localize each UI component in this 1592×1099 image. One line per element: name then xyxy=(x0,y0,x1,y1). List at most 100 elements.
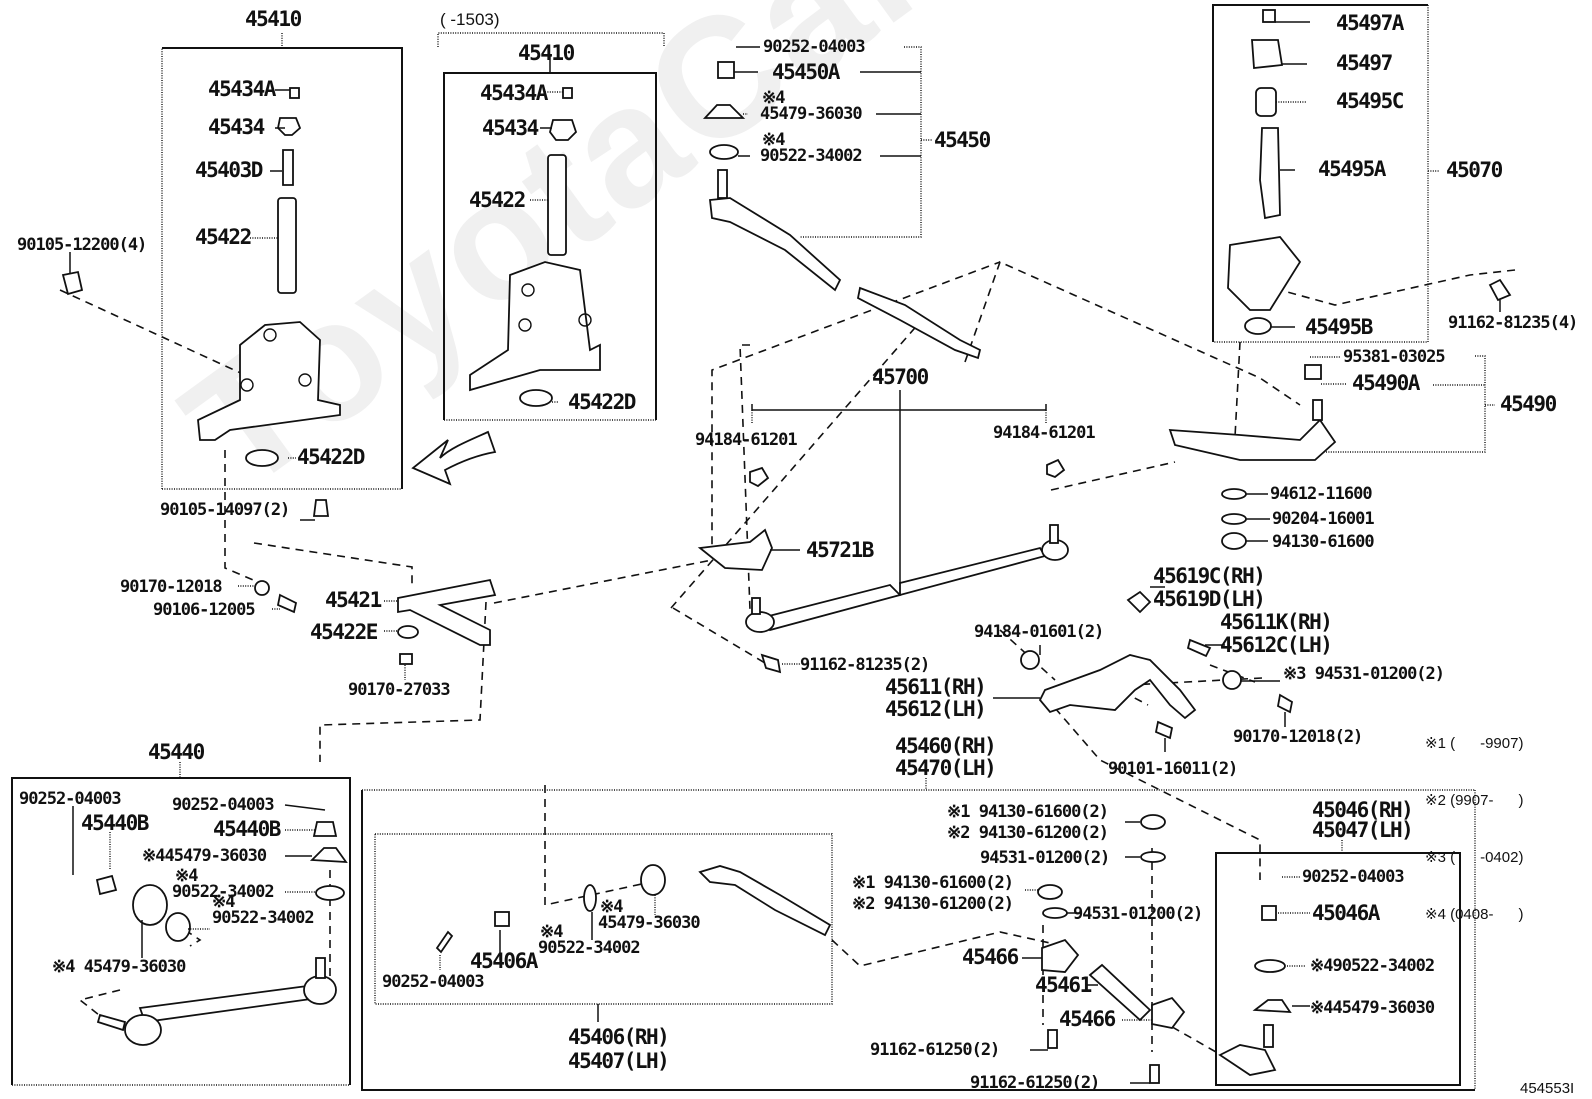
part-label: 94184-01601(2) xyxy=(974,622,1104,642)
legend-note: ※4 (0408- ) xyxy=(1425,906,1524,923)
part-label: 45434A xyxy=(480,81,548,105)
part-label: 90106-12005 xyxy=(153,600,256,620)
part-label: 94130-61600 xyxy=(1272,532,1375,552)
part-label: 45421 xyxy=(325,588,382,612)
assembly-label-45470: 45470(LH) xyxy=(895,756,997,780)
part-label: ※445479-36030 xyxy=(1310,998,1435,1018)
tie-rod-end-45406 xyxy=(435,864,832,954)
part-label: 45422D xyxy=(297,445,365,469)
part-label: 90522-34002 xyxy=(172,882,275,902)
part-label: 45611K(RH) xyxy=(1220,610,1333,634)
box-knuckle-left xyxy=(161,33,403,490)
part-label: ※1 94130-61600(2) xyxy=(947,802,1109,822)
leader-lines xyxy=(69,21,1501,1084)
part-label: 45422 xyxy=(469,188,526,212)
part-label: 90170-12018 xyxy=(120,577,223,597)
part-label: 90105-14097(2) xyxy=(160,500,290,520)
assembly-label-45407: 45407(LH) xyxy=(568,1049,670,1073)
assembly-label-45410-alt: 45410 xyxy=(518,41,575,65)
assembly-label-45490: 45490 xyxy=(1500,392,1557,416)
part-label: 45612(LH) xyxy=(885,697,987,721)
relay-rod-parts xyxy=(1037,814,1186,1084)
note-mark: ※4 xyxy=(762,130,786,150)
part-label: 45479-36030 xyxy=(760,104,863,124)
part-label: 90252-04003 xyxy=(172,795,275,815)
assembly-label-45406: 45406(RH) xyxy=(568,1025,670,1049)
part-label: 45461 xyxy=(1035,973,1092,997)
box-knuckle-alt xyxy=(437,32,665,421)
assembly-label-45450: 45450 xyxy=(934,128,991,152)
alternate-part-arrow xyxy=(411,430,497,486)
part-label: 90252-04003 xyxy=(763,37,866,57)
legend-note: ※2 (9907- ) xyxy=(1425,792,1524,809)
part-label: 45619D(LH) xyxy=(1153,587,1266,611)
part-label: ※4 45479-36030 xyxy=(52,957,186,977)
box-drag-link xyxy=(11,762,351,1086)
part-label: 90522-34002 xyxy=(212,908,315,928)
note-mark: ※4 xyxy=(175,866,199,886)
part-label: 45440B xyxy=(213,817,281,841)
steering-knuckle-alt xyxy=(469,87,601,407)
note-mark: ※4 xyxy=(762,88,786,108)
part-label: 45495C xyxy=(1336,89,1404,113)
assembly-label-45047: 45047(LH) xyxy=(1312,818,1414,842)
part-label: ※1 94130-61600(2) xyxy=(852,873,1014,893)
part-label: 45450A xyxy=(772,60,840,84)
part-label: 94184-61201 xyxy=(993,423,1096,443)
part-label: 45495A xyxy=(1318,157,1386,181)
drag-link-45440 xyxy=(95,821,348,1046)
part-label: 91162-61250(2) xyxy=(970,1073,1100,1093)
part-label: 90204-16001 xyxy=(1272,509,1375,529)
part-label: 90252-04003 xyxy=(19,789,122,809)
box-ball-joint xyxy=(1215,840,1461,1086)
steering-knuckle-left xyxy=(61,87,341,517)
part-label: 90170-27033 xyxy=(348,680,451,700)
part-label: 45406A xyxy=(470,949,538,973)
date-range-label: ( -1503) xyxy=(440,10,500,29)
legend-note: ※3 ( -0402) xyxy=(1425,849,1524,866)
part-label: 45422D xyxy=(568,390,636,414)
part-label: 90522-34002 xyxy=(538,938,641,958)
part-label: 45046A xyxy=(1312,901,1380,925)
part-label: 90101-16011(2) xyxy=(1108,759,1238,779)
assembly-label-45700: 45700 xyxy=(872,365,929,389)
knuckle-arm-45421 xyxy=(254,578,497,665)
part-label: 45490A xyxy=(1352,371,1420,395)
box-relay-rod xyxy=(361,778,1476,1091)
part-label: ※445479-36030 xyxy=(142,846,267,866)
part-label: 90170-12018(2) xyxy=(1233,727,1363,747)
part-label: 94531-01200(2) xyxy=(980,848,1110,868)
assembly-label-45460: 45460(RH) xyxy=(895,734,997,758)
part-label: 90252-04003 xyxy=(382,972,485,992)
part-label: 45612C(LH) xyxy=(1220,633,1333,657)
part-label: 45466 xyxy=(962,945,1019,969)
legend-note: ※1 ( -9907) xyxy=(1425,735,1524,752)
idler-45070 xyxy=(1227,9,1512,335)
part-label: 91162-81235(4) xyxy=(1448,313,1578,333)
part-label: 45497A xyxy=(1336,11,1404,35)
part-label: 94612-11600 xyxy=(1270,484,1373,504)
ball-joint-45046 xyxy=(1218,905,1292,1076)
box-tie-rod-end xyxy=(374,833,833,1022)
pitman-arm xyxy=(1020,590,1294,740)
part-label: 91162-61250(2) xyxy=(870,1040,1000,1060)
assembly-label-45440: 45440 xyxy=(148,740,205,764)
steering-damper-45700 xyxy=(697,458,1069,674)
part-label: 90252-04003 xyxy=(1302,867,1405,887)
legend-notes: ※1 ( -9907) ※2 (9907- ) ※3 ( -0402) ※4 (… xyxy=(1425,696,1523,962)
note-mark: ※4 xyxy=(600,897,624,917)
part-label: ※3 94531-01200(2) xyxy=(1283,664,1445,684)
part-label: 45422 xyxy=(195,225,252,249)
part-label: 45479-36030 xyxy=(598,913,701,933)
part-label: 45619C(RH) xyxy=(1153,564,1266,588)
part-label: 94531-01200(2) xyxy=(1073,904,1203,924)
part-label: 45440B xyxy=(81,811,149,835)
part-label: 45434 xyxy=(208,115,265,139)
part-label: 95381-03025 xyxy=(1343,347,1446,367)
part-label: ※490522-34002 xyxy=(1310,956,1435,976)
part-label: 45434 xyxy=(482,116,539,140)
part-label: 45466 xyxy=(1059,1007,1116,1031)
box-idler xyxy=(1212,4,1429,343)
part-label: 94184-61201 xyxy=(695,430,798,450)
